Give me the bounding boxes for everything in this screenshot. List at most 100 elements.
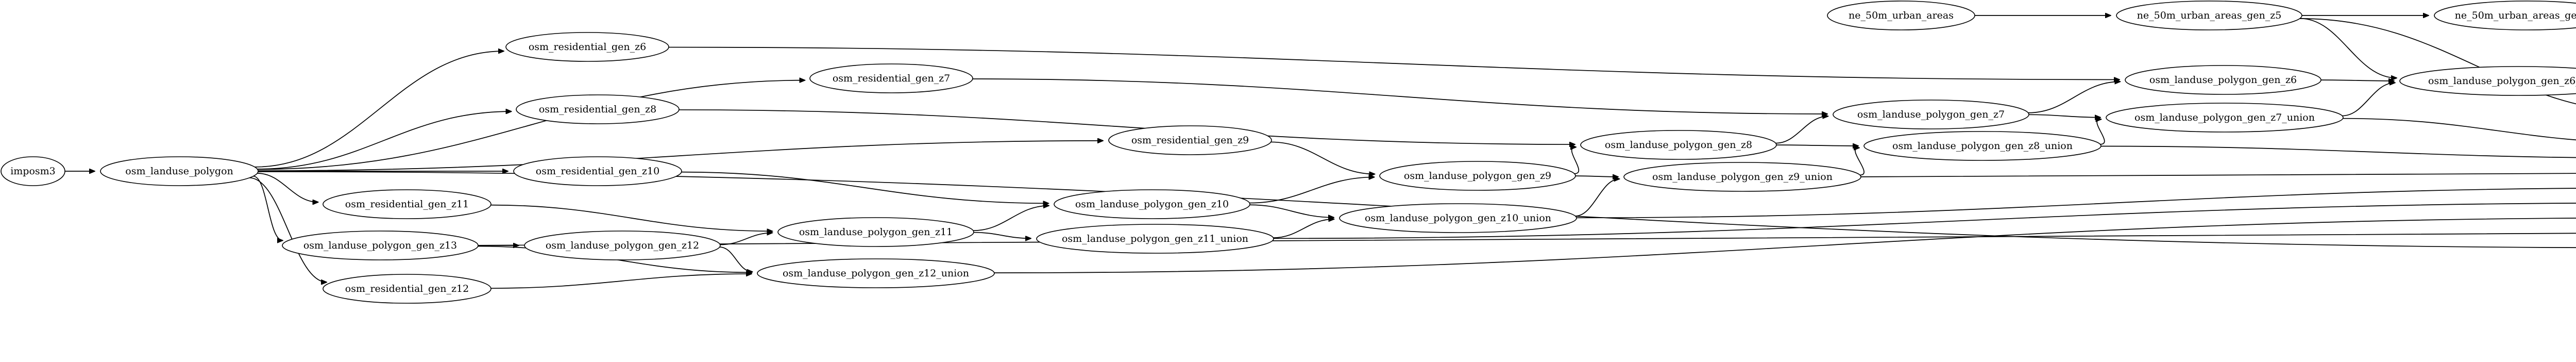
node-shape: [1623, 162, 1861, 192]
node-ne_50m_urban_areas_gen_z5[interactable]: ne_50m_urban_areas_gen_z5: [2116, 1, 2302, 30]
edge-osm_residential_gen_z6--to--osm_landuse_polygon_gen_z6: [668, 46, 2120, 80]
node-shape: [513, 156, 682, 186]
node-shape: [1339, 203, 1577, 233]
edge-osm_landuse_polygon_gen_z7_union--to--layer_landuse-z7: [2343, 118, 2576, 141]
edge-osm_landuse_polygon--to--osm_residential_gen_z9: [258, 141, 1103, 171]
node-osm_residential_gen_z11[interactable]: osm_residential_gen_z11: [323, 189, 492, 219]
node-osm_landuse_polygon_gen_z10_union[interactable]: osm_landuse_polygon_gen_z10_union: [1339, 203, 1577, 233]
node-label: osm_landuse_polygon_gen_z7: [1857, 109, 2005, 120]
edge-osm_landuse_polygon_gen_z8_union--to--osm_landuse_polygon_gen_z7_union: [2097, 119, 2105, 145]
node-osm_landuse_polygon_gen_z13[interactable]: osm_landuse_polygon_gen_z13: [282, 231, 479, 260]
node-label: osm_landuse_polygon: [125, 166, 233, 177]
node-shape: [323, 274, 492, 304]
node-label: osm_landuse_polygon_gen_z12: [546, 240, 699, 251]
edge-osm_landuse_polygon--to--osm_landuse_polygon_gen_z13: [253, 175, 283, 241]
node-shape: [100, 156, 259, 186]
node-osm_landuse_polygon_gen_z11[interactable]: osm_landuse_polygon_gen_z11: [777, 217, 974, 247]
node-label: osm_landuse_polygon_gen_z8: [1605, 139, 1752, 151]
edge-osm_landuse_polygon_gen_z11_union--to--layer_landuse-z11: [1273, 203, 2576, 239]
edge-osm_landuse_polygon_gen_z7--to--osm_landuse_polygon_gen_z7_union: [2028, 114, 2100, 117]
node-osm_landuse_polygon_gen_z8[interactable]: osm_landuse_polygon_gen_z8: [1580, 130, 1777, 160]
node-shape: [1036, 224, 1274, 254]
edge-osm_landuse_polygon_gen_z10_union--to--layer_landuse-z10: [1576, 188, 2576, 219]
node-shape: [809, 63, 973, 93]
node-label: osm_landuse_polygon_gen_z9: [1404, 170, 1551, 182]
edge-osm_residential_gen_z11--to--osm_landuse_polygon_gen_z11: [490, 204, 773, 232]
node-osm_landuse_polygon_gen_z7_union[interactable]: osm_landuse_polygon_gen_z7_union: [2106, 103, 2344, 133]
edge-osm_landuse_polygon_gen_z11_union--to--osm_landuse_polygon_gen_z10_union: [1273, 219, 1334, 238]
edge-osm_landuse_polygon--to--osm_residential_gen_z6: [255, 51, 503, 168]
node-label: ne_50m_urban_areas_gen_z5: [2137, 10, 2282, 21]
node-label: osm_landuse_polygon_gen_z7_union: [2134, 112, 2315, 123]
node-shape: [1827, 1, 1975, 30]
node-shape: [757, 258, 995, 288]
edge-osm_landuse_polygon--to--osm_residential_gen_z11: [257, 173, 318, 202]
node-label: osm_landuse_polygon_gen_z9_union: [1652, 171, 1833, 183]
edge-ne_50m_urban_areas_gen_z5--to--layer_landuse-z5: [2299, 18, 2576, 105]
node-shape: [1, 156, 65, 186]
edge-osm_landuse_polygon--to--osm_residential_gen_z8: [257, 111, 511, 170]
edge-osm_residential_gen_z8--to--osm_landuse_polygon_gen_z8: [679, 109, 1575, 144]
edge-osm_landuse_polygon_gen_z9_union--to--layer_landuse-z9: [1860, 172, 2576, 177]
node-osm_landuse_polygon_gen_z12_union[interactable]: osm_landuse_polygon_gen_z12_union: [757, 258, 995, 288]
node-label: osm_landuse_polygon_gen_z11: [799, 226, 953, 238]
node-osm_residential_gen_z7[interactable]: osm_residential_gen_z7: [809, 63, 973, 93]
node-osm_landuse_polygon_gen_z7[interactable]: osm_landuse_polygon_gen_z7: [1833, 100, 2029, 129]
node-label: osm_landuse_polygon_gen_z13: [303, 240, 457, 251]
node-shape: [282, 231, 479, 260]
node-osm_landuse_polygon_gen_z6[interactable]: osm_landuse_polygon_gen_z6: [2125, 65, 2321, 95]
node-osm_landuse_polygon[interactable]: osm_landuse_polygon: [100, 156, 259, 186]
node-label: osm_landuse_polygon_gen_z6: [2149, 74, 2297, 86]
edge-osm_landuse_polygon_gen_z6--to--osm_landuse_polygon_gen_z6_union: [2320, 80, 2394, 81]
node-shape: [524, 231, 721, 260]
node-osm_residential_gen_z9[interactable]: osm_residential_gen_z9: [1108, 125, 1272, 155]
node-shape: [2116, 1, 2302, 30]
edge-osm_landuse_polygon_gen_z9--to--osm_landuse_polygon_gen_z8: [1572, 147, 1580, 174]
node-layer: imposm3 osm_landuse_polygon osm_residentia…: [1, 1, 2576, 304]
node-osm_landuse_polygon_gen_z9_union[interactable]: osm_landuse_polygon_gen_z9_union: [1623, 162, 1861, 192]
node-osm_residential_gen_z6[interactable]: osm_residential_gen_z6: [505, 32, 669, 62]
node-label: osm_residential_gen_z6: [529, 41, 646, 53]
node-osm_landuse_polygon_gen_z11_union[interactable]: osm_landuse_polygon_gen_z11_union: [1036, 224, 1274, 254]
node-shape: [1379, 161, 1576, 191]
node-label: osm_residential_gen_z11: [345, 199, 469, 210]
node-label: osm_landuse_polygon_gen_z11_union: [1062, 233, 1248, 244]
node-label: ne_50m_urban_areas_gen_z4: [2455, 10, 2576, 21]
node-label: osm_landuse_polygon_gen_z10_union: [1365, 212, 1551, 224]
edge-osm_landuse_polygon_gen_z7_union--to--osm_landuse_polygon_gen_z6_union: [2342, 83, 2395, 117]
node-shape: [1863, 131, 2102, 161]
edge-osm_landuse_polygon_gen_z10--to--osm_landuse_polygon_gen_z10_union: [1249, 204, 1334, 217]
node-osm_residential_gen_z10[interactable]: osm_residential_gen_z10: [513, 156, 682, 186]
node-osm_landuse_polygon_gen_z10[interactable]: osm_landuse_polygon_gen_z10: [1054, 189, 1250, 219]
edge-osm_landuse_polygon_gen_z10_union--to--osm_landuse_polygon_gen_z9_union: [1575, 179, 1620, 217]
node-label: osm_landuse_polygon_gen_z6_union: [2428, 75, 2576, 87]
edge-osm_residential_gen_z7--to--osm_landuse_polygon_gen_z7: [972, 78, 1827, 114]
node-ne_50m_urban_areas[interactable]: ne_50m_urban_areas: [1827, 1, 1975, 30]
edge-osm_landuse_polygon_gen_z8--to--osm_landuse_polygon_gen_z8_union: [1776, 145, 1858, 146]
node-osm_residential_gen_z12[interactable]: osm_residential_gen_z12: [323, 274, 492, 304]
node-osm_landuse_polygon_gen_z9[interactable]: osm_landuse_polygon_gen_z9: [1379, 161, 1576, 191]
node-shape: [2106, 103, 2344, 133]
node-osm_landuse_polygon_gen_z6_union[interactable]: osm_landuse_polygon_gen_z6_union: [2399, 66, 2576, 96]
edge-osm_landuse_polygon--to--osm_residential_gen_z12: [249, 177, 327, 282]
node-shape: [1054, 189, 1250, 219]
edge-osm_residential_gen_z10--to--osm_landuse_polygon_gen_z10: [681, 171, 1049, 204]
node-imposm3[interactable]: imposm3: [1, 156, 65, 186]
edge-osm_residential_gen_z12--to--osm_landuse_polygon_gen_z12_union: [490, 274, 752, 289]
edge-osm_landuse_polygon_gen_z8_union--to--layer_landuse-z8: [2100, 145, 2576, 158]
node-osm_landuse_polygon_gen_z12[interactable]: osm_landuse_polygon_gen_z12: [524, 231, 721, 260]
edge-osm_landuse_polygon_gen_z12--to--osm_landuse_polygon_gen_z11: [720, 233, 773, 245]
node-osm_residential_gen_z8[interactable]: osm_residential_gen_z8: [516, 94, 680, 124]
edge-osm_landuse_polygon_gen_z12_union--to--layer_landuse-z12: [994, 218, 2576, 273]
edge-osm_landuse_polygon_gen_z9--to--osm_landuse_polygon_gen_z9_union: [1575, 176, 1618, 177]
node-ne_50m_urban_areas_gen_z4[interactable]: ne_50m_urban_areas_gen_z4: [2434, 1, 2576, 30]
edge-osm_residential_gen_z9--to--osm_landuse_polygon_gen_z9: [1270, 141, 1375, 174]
node-osm_landuse_polygon_gen_z8_union[interactable]: osm_landuse_polygon_gen_z8_union: [1863, 131, 2102, 161]
node-shape: [323, 189, 492, 219]
node-label: osm_residential_gen_z9: [1131, 135, 1249, 146]
node-shape: [2434, 1, 2576, 30]
edge-osm_landuse_polygon--to--osm_residential_gen_z7: [257, 80, 805, 170]
node-label: osm_residential_gen_z12: [345, 283, 469, 294]
